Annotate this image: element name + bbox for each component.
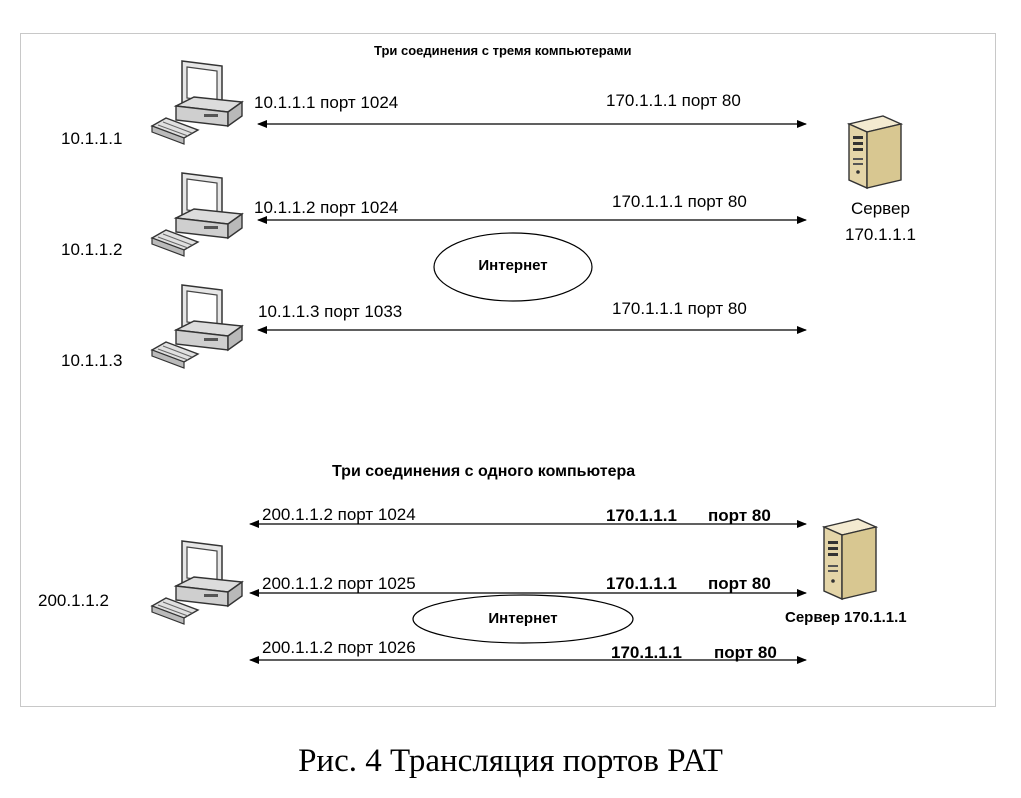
bottom-source-2: 200.1.1.2 порт 1025 <box>262 574 416 593</box>
top-title: Три соединения с тремя компьютерами <box>374 43 632 58</box>
internet-label-bottom: Интернет <box>488 610 558 627</box>
server-label-bottom: Сервер 170.1.1.1 <box>785 609 907 626</box>
connection-dest-3: 170.1.1.1 порт 80 <box>612 299 747 318</box>
internet-ellipse-top <box>433 232 593 302</box>
bottom-dest-port-3: порт 80 <box>714 643 777 662</box>
connection-dest-1: 170.1.1.1 порт 80 <box>606 91 741 110</box>
bottom-source-1: 200.1.1.2 порт 1024 <box>262 505 416 524</box>
bottom-dest-port-2: порт 80 <box>708 574 771 593</box>
computer-ip-2: 10.1.1.2 <box>61 240 123 259</box>
tower-server-icon <box>846 115 904 190</box>
tower-server-icon <box>821 518 879 601</box>
desktop-computer-icon <box>150 172 244 257</box>
connection-source-2: 10.1.1.2 порт 1024 <box>254 198 399 217</box>
desktop-computer-icon <box>150 60 244 145</box>
bottom-source-3: 200.1.1.2 порт 1026 <box>262 638 416 657</box>
bottom-dest-ip-3: 170.1.1.1 <box>611 643 682 662</box>
connection-source-3: 10.1.1.3 порт 1033 <box>258 302 403 321</box>
connection-source-1: 10.1.1.1 порт 1024 <box>254 93 399 112</box>
connection-dest-2: 170.1.1.1 порт 80 <box>612 192 747 211</box>
internet-label-top: Интернет <box>478 257 548 274</box>
computer-ip-3: 10.1.1.3 <box>61 351 123 370</box>
bottom-dest-ip-2: 170.1.1.1 <box>606 574 677 593</box>
server-name-top: Сервер <box>851 199 910 218</box>
server-ip-top: 170.1.1.1 <box>845 225 916 244</box>
internet-ellipse-bottom <box>412 594 634 644</box>
desktop-computer-icon <box>150 284 244 369</box>
figure-caption: Рис. 4 Трансляция портов PAT <box>298 743 723 779</box>
diagram-frame <box>20 33 996 707</box>
single-computer-ip: 200.1.1.2 <box>38 591 109 610</box>
computer-ip-1: 10.1.1.1 <box>61 129 123 148</box>
desktop-computer-icon <box>150 540 244 625</box>
bottom-title: Три соединения с одного компьютера <box>332 463 636 480</box>
bottom-dest-ip-1: 170.1.1.1 <box>606 506 677 525</box>
bottom-dest-port-1: порт 80 <box>708 506 771 525</box>
